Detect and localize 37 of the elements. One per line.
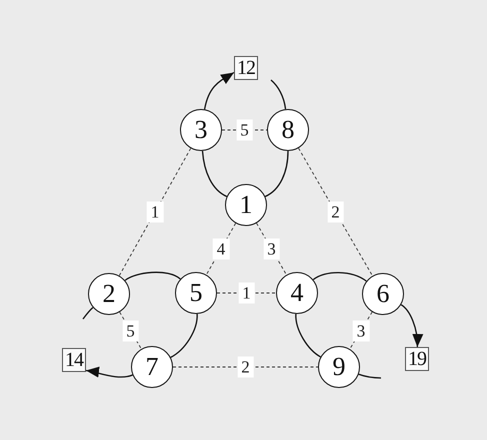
dashed-line (119, 312, 142, 350)
curved-line (312, 272, 367, 282)
edge-label: 2 (327, 202, 344, 222)
curved-line (202, 150, 228, 198)
edge-label: 1 (238, 282, 255, 304)
curved-line (295, 314, 321, 358)
arrow (400, 304, 423, 347)
box-number: 12 (237, 58, 255, 78)
box-number: 19 (408, 349, 426, 369)
dashed-line (118, 148, 192, 276)
node-number: 8 (282, 117, 294, 143)
curved-line (270, 80, 286, 110)
curved-line (264, 150, 289, 198)
node-number: 5 (190, 280, 202, 306)
curved-line (124, 272, 181, 281)
node-number: 3 (194, 117, 208, 143)
dashed-line (216, 292, 276, 294)
node-number: 1 (240, 192, 252, 218)
node-number: 7 (146, 354, 158, 380)
edge-label: 2 (237, 356, 254, 378)
edge-label: 5 (122, 320, 139, 341)
edge-label: 1 (146, 202, 164, 222)
node-number: 4 (290, 280, 304, 306)
edge-label: 3 (263, 238, 280, 260)
node-number: 6 (376, 281, 390, 307)
curved-line (82, 307, 94, 320)
node-number: 9 (332, 354, 346, 380)
curved-line (170, 314, 198, 358)
edge-label: 5 (236, 120, 253, 140)
curved-line (358, 374, 381, 379)
edge-label: 4 (212, 238, 230, 260)
arrow (204, 72, 234, 110)
node-number: 2 (102, 281, 116, 307)
arrow (86, 367, 133, 378)
dashed-line (172, 366, 318, 368)
box-number: 14 (65, 350, 83, 370)
edge-label: 3 (352, 320, 370, 341)
